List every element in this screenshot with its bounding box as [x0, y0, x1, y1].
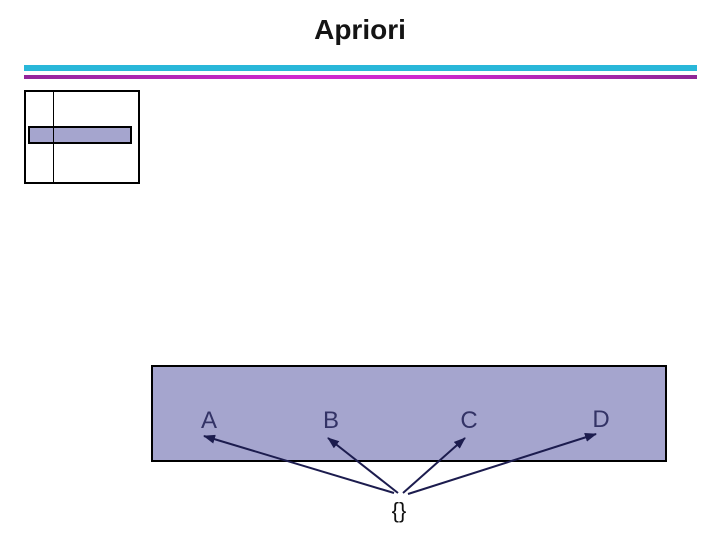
slide-title: Apriori — [314, 14, 406, 45]
divider-cyan-rule — [24, 65, 697, 71]
mini-table-column-divider — [53, 92, 54, 182]
item-label-d: D — [592, 406, 610, 433]
divider-magenta-rule — [24, 75, 697, 79]
itemset-box — [151, 365, 667, 462]
mini-table — [24, 90, 140, 184]
item-label-a: A — [200, 407, 218, 434]
item-label-c: C — [460, 407, 478, 434]
item-label-b: B — [322, 407, 340, 434]
empty-set-label: {} — [391, 498, 407, 523]
mini-table-highlight-row — [28, 126, 132, 144]
